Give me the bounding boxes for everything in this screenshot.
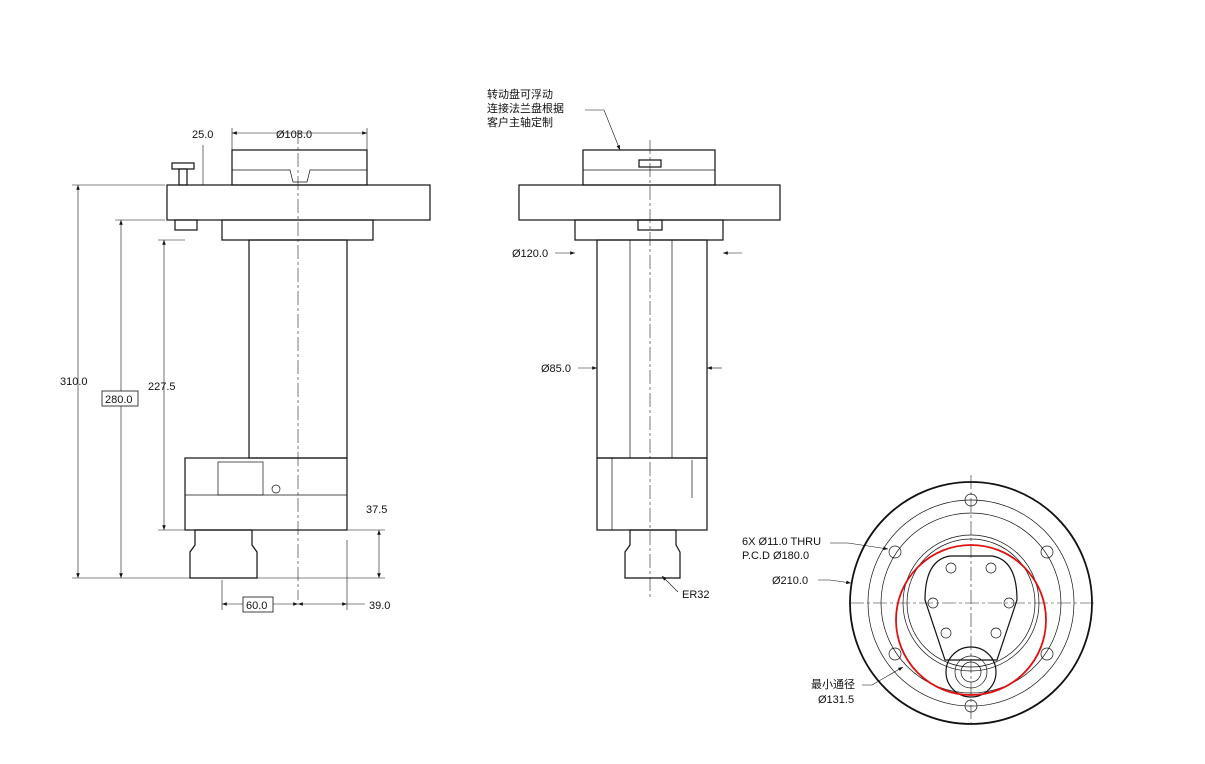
dim-offset-left: 60.0 [246, 600, 267, 612]
min-bore-dia: Ø131.5 [818, 694, 854, 706]
min-bore-circle [895, 544, 1047, 696]
front-note: 转动盘可浮动 连接法兰盘根据 客户主轴定制 [487, 87, 567, 129]
note-line-3: 客户主轴定制 [487, 115, 553, 129]
dim-ref-height: 280.0 [105, 394, 133, 406]
front-view [518, 109, 781, 600]
dim-top-offset: 25.0 [192, 129, 213, 141]
note-line-2: 连接法兰盘根据 [487, 101, 564, 115]
holes-note-1: 6X Ø11.0 THRU [742, 536, 821, 548]
dim-body-height: 227.5 [148, 381, 176, 393]
collet-label: ER32 [682, 589, 710, 601]
dim-ring-dia: Ø120.0 [512, 248, 548, 260]
note-line-1: 转动盘可浮动 [487, 87, 553, 101]
dim-collet-height: 37.5 [366, 504, 387, 516]
side-view [72, 128, 431, 610]
dim-offset-right: 39.0 [369, 600, 390, 612]
holes-note-2: P.C.D Ø180.0 [742, 550, 809, 562]
dim-total-height: 310.0 [60, 376, 88, 388]
dim-column-dia: Ø85.0 [541, 363, 571, 375]
bottom-view [818, 475, 1095, 725]
min-bore-label: 最小通径 [811, 678, 855, 691]
dim-top-dia: Ø108.0 [276, 129, 312, 141]
dim-outer-dia: Ø210.0 [772, 575, 808, 587]
